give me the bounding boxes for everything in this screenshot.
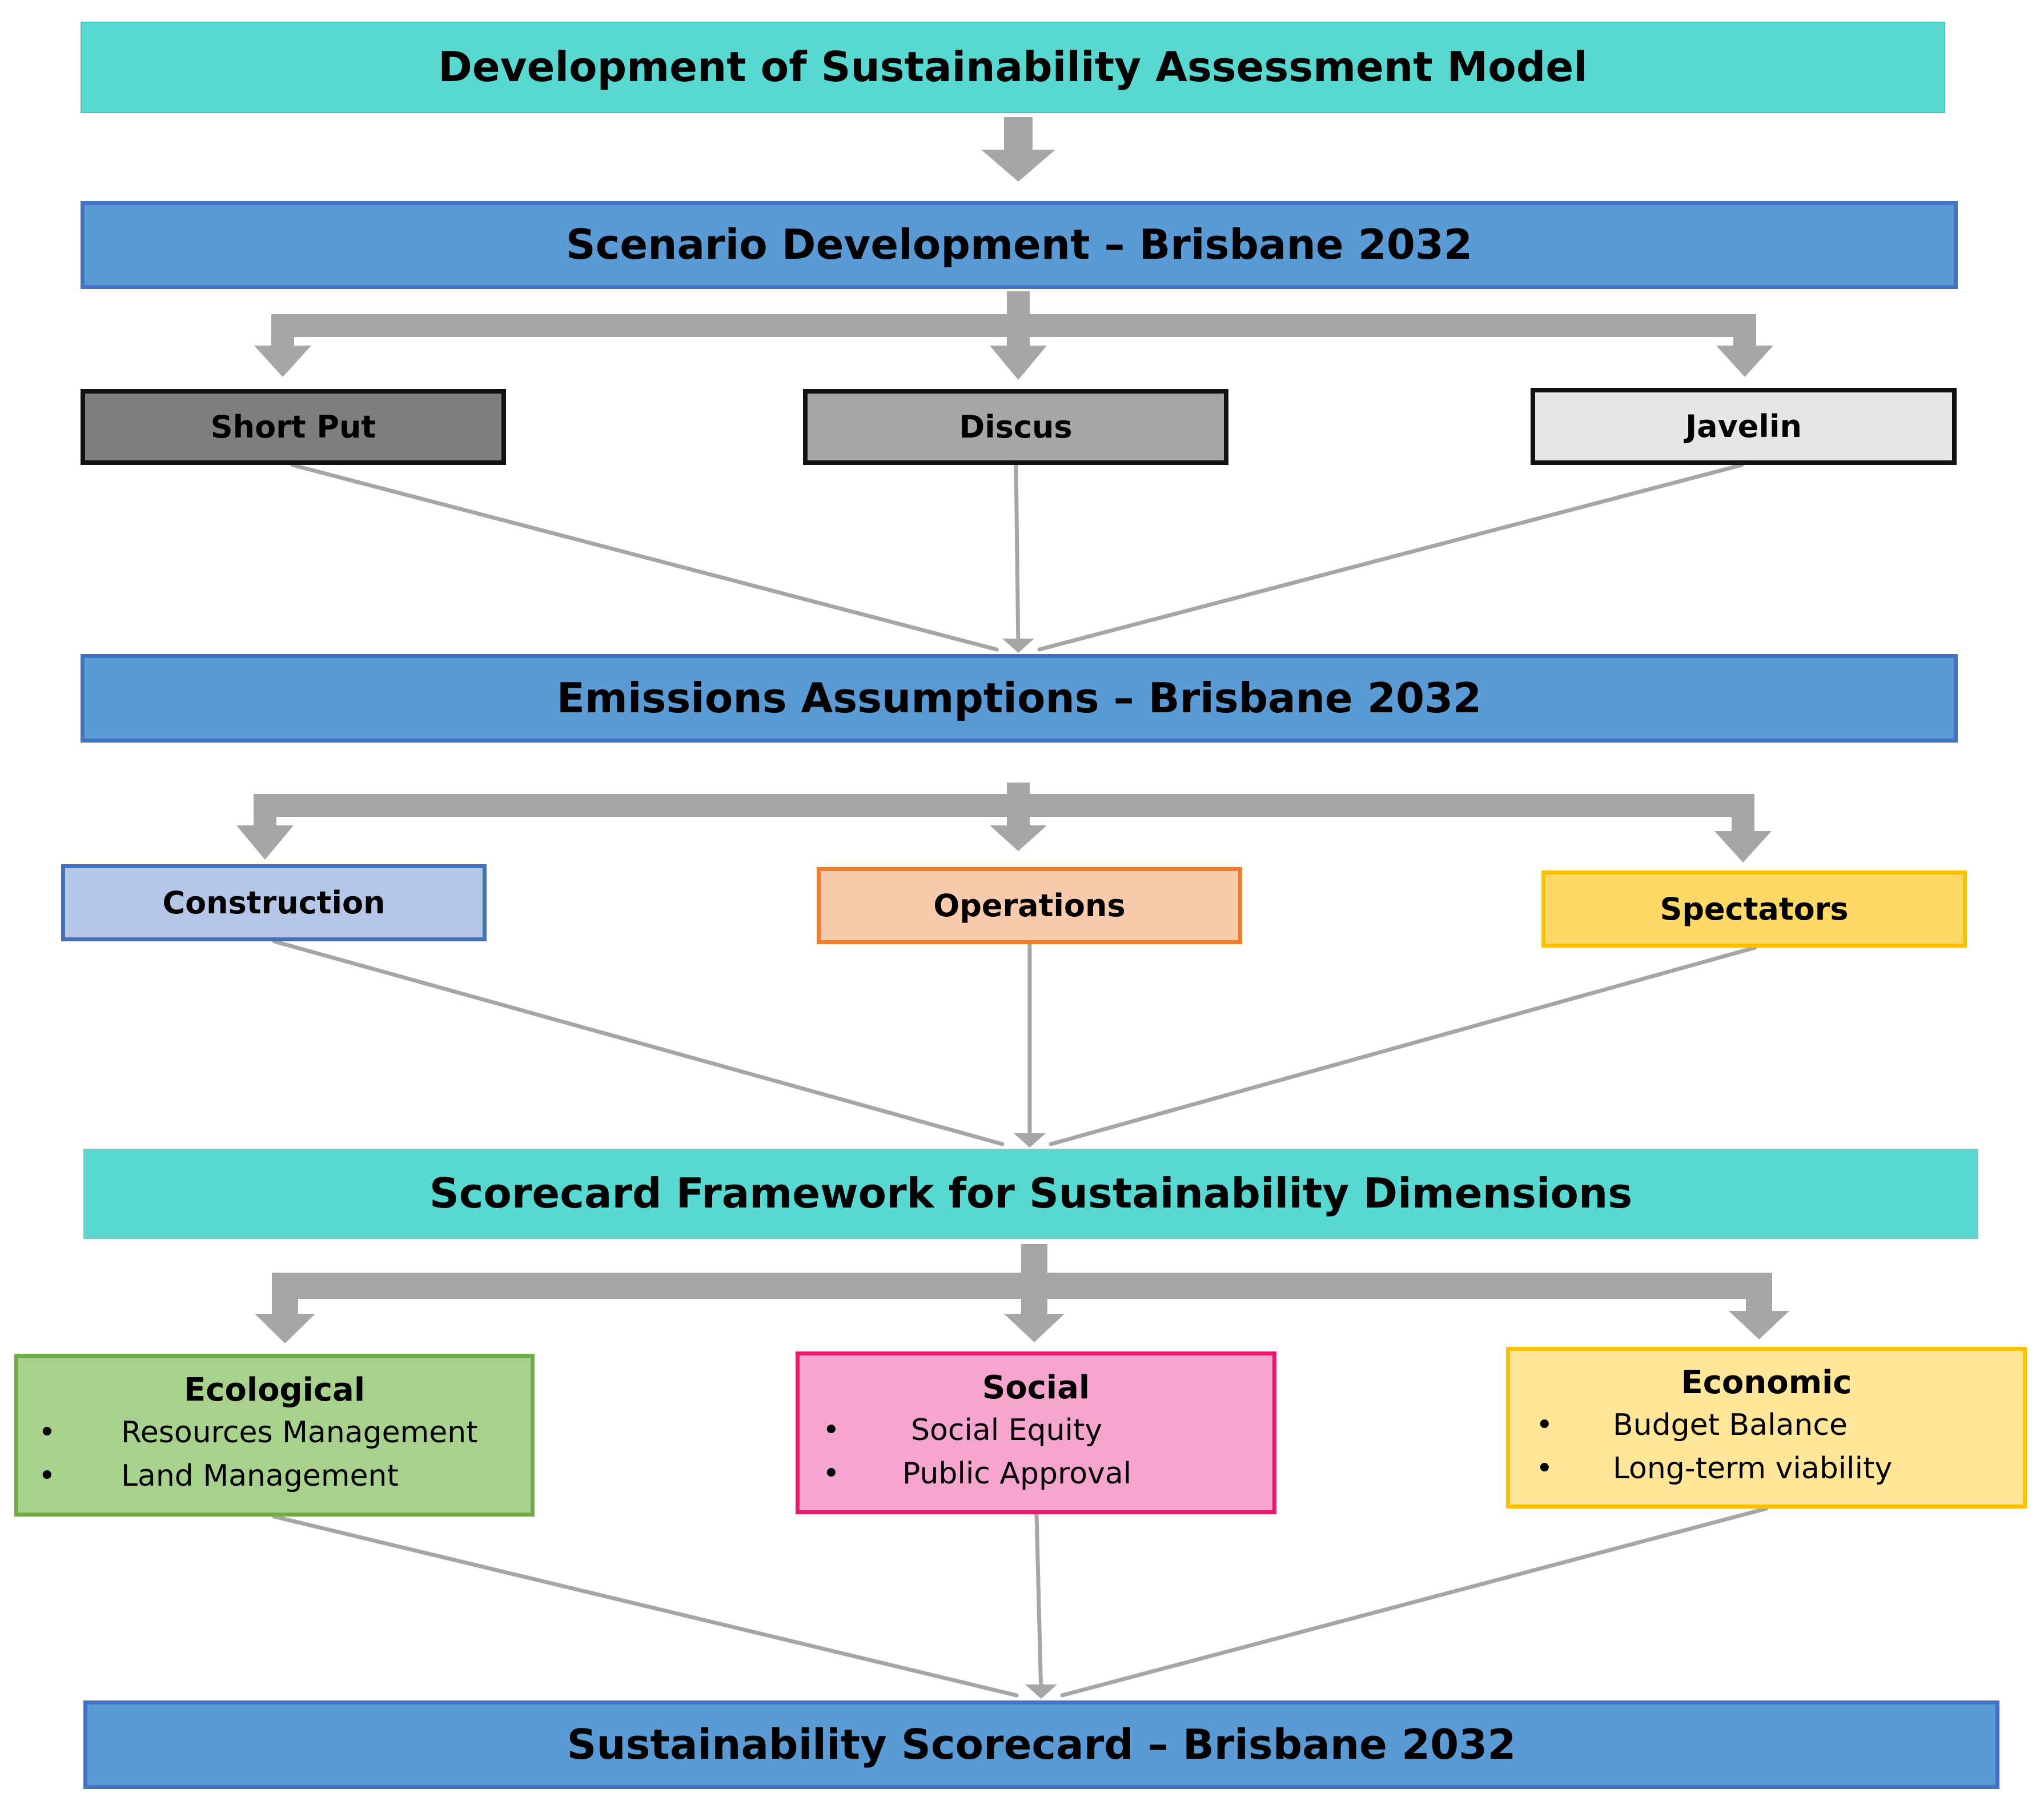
bullet-icon: • bbox=[822, 1413, 840, 1448]
converge-head-1 bbox=[1002, 639, 1034, 653]
list-item: •Social Equity bbox=[800, 1409, 1272, 1452]
list-item: •Budget Balance bbox=[1510, 1403, 2023, 1447]
model-development-box: Development of Sustainability Assessment… bbox=[81, 22, 1945, 113]
scenario-javelin-label: Javelin bbox=[1685, 408, 1802, 444]
bullet-icon: • bbox=[822, 1457, 840, 1491]
converge-head-3 bbox=[1025, 1684, 1057, 1699]
scorecard-framework-title: Scorecard Framework for Sustainability D… bbox=[429, 1169, 1633, 1218]
dimension-social-box: Social •Social Equity •Public Approval bbox=[796, 1351, 1276, 1514]
dimension-ecological-box: Ecological •Resources Management •Land M… bbox=[14, 1354, 535, 1517]
connector-spectators bbox=[1049, 945, 1757, 1146]
emission-construction-label: Construction bbox=[162, 884, 385, 921]
list-item: •Public Approval bbox=[800, 1452, 1272, 1495]
dimension-social-title: Social bbox=[982, 1369, 1090, 1406]
emission-construction-box: Construction bbox=[61, 864, 487, 941]
scenario-development-title: Scenario Development – Brisbane 2032 bbox=[565, 220, 1473, 269]
bullet-icon: • bbox=[38, 1459, 56, 1494]
scenario-development-box: Scenario Development – Brisbane 2032 bbox=[81, 201, 1958, 289]
connector-economic bbox=[1060, 1506, 1769, 1698]
arrow-down-1 bbox=[981, 117, 1055, 182]
fork-arrow-scenario bbox=[254, 291, 1773, 380]
model-development-title: Development of Sustainability Assessment… bbox=[438, 43, 1588, 91]
dimension-economic-box: Economic •Budget Balance •Long-term viab… bbox=[1506, 1347, 2027, 1509]
bullet-icon: • bbox=[38, 1415, 56, 1450]
connector-construction bbox=[272, 939, 1005, 1146]
fork-arrow-emissions bbox=[236, 783, 1772, 863]
fork-arrow-framework bbox=[255, 1244, 1789, 1343]
scenario-javelin-box: Javelin bbox=[1531, 388, 1957, 465]
connector-social bbox=[1034, 1512, 1043, 1698]
dimension-social-list: •Social Equity •Public Approval bbox=[800, 1409, 1272, 1495]
scenario-short-put-label: Short Put bbox=[210, 408, 376, 445]
scorecard-framework-box: Scorecard Framework for Sustainability D… bbox=[83, 1149, 1978, 1239]
dimension-economic-list: •Budget Balance •Long-term viability bbox=[1510, 1403, 2023, 1490]
emission-operations-box: Operations bbox=[817, 867, 1242, 944]
dimension-economic-title: Economic bbox=[1681, 1363, 1852, 1401]
scenario-discus-box: Discus bbox=[803, 389, 1228, 465]
bullet-icon: • bbox=[1536, 1451, 1553, 1486]
sustainability-scorecard-box: Sustainability Scorecard – Brisbane 2032 bbox=[83, 1700, 1999, 1789]
connector-discus bbox=[1014, 463, 1021, 652]
list-item: •Long-term viability bbox=[1510, 1447, 2023, 1490]
connector-ecological bbox=[272, 1514, 1019, 1698]
list-item: •Resources Management bbox=[18, 1411, 531, 1454]
converge-head-2 bbox=[1014, 1133, 1046, 1148]
scenario-discus-label: Discus bbox=[959, 408, 1073, 445]
emissions-assumptions-box: Emissions Assumptions – Brisbane 2032 bbox=[81, 654, 1958, 743]
emission-spectators-label: Spectators bbox=[1660, 891, 1849, 927]
scenario-short-put-box: Short Put bbox=[81, 389, 506, 465]
emission-spectators-box: Spectators bbox=[1541, 871, 1967, 948]
dimension-ecological-list: •Resources Management •Land Management bbox=[18, 1411, 531, 1498]
dimension-ecological-title: Ecological bbox=[183, 1371, 366, 1409]
connector-shot bbox=[290, 463, 999, 652]
list-item: •Land Management bbox=[18, 1454, 531, 1498]
sustainability-scorecard-title: Sustainability Scorecard – Brisbane 2032 bbox=[567, 1720, 1516, 1768]
connector-javelin bbox=[1037, 463, 1744, 652]
emissions-assumptions-title: Emissions Assumptions – Brisbane 2032 bbox=[556, 673, 1482, 722]
emission-operations-label: Operations bbox=[933, 887, 1126, 924]
bullet-icon: • bbox=[1536, 1408, 1553, 1443]
